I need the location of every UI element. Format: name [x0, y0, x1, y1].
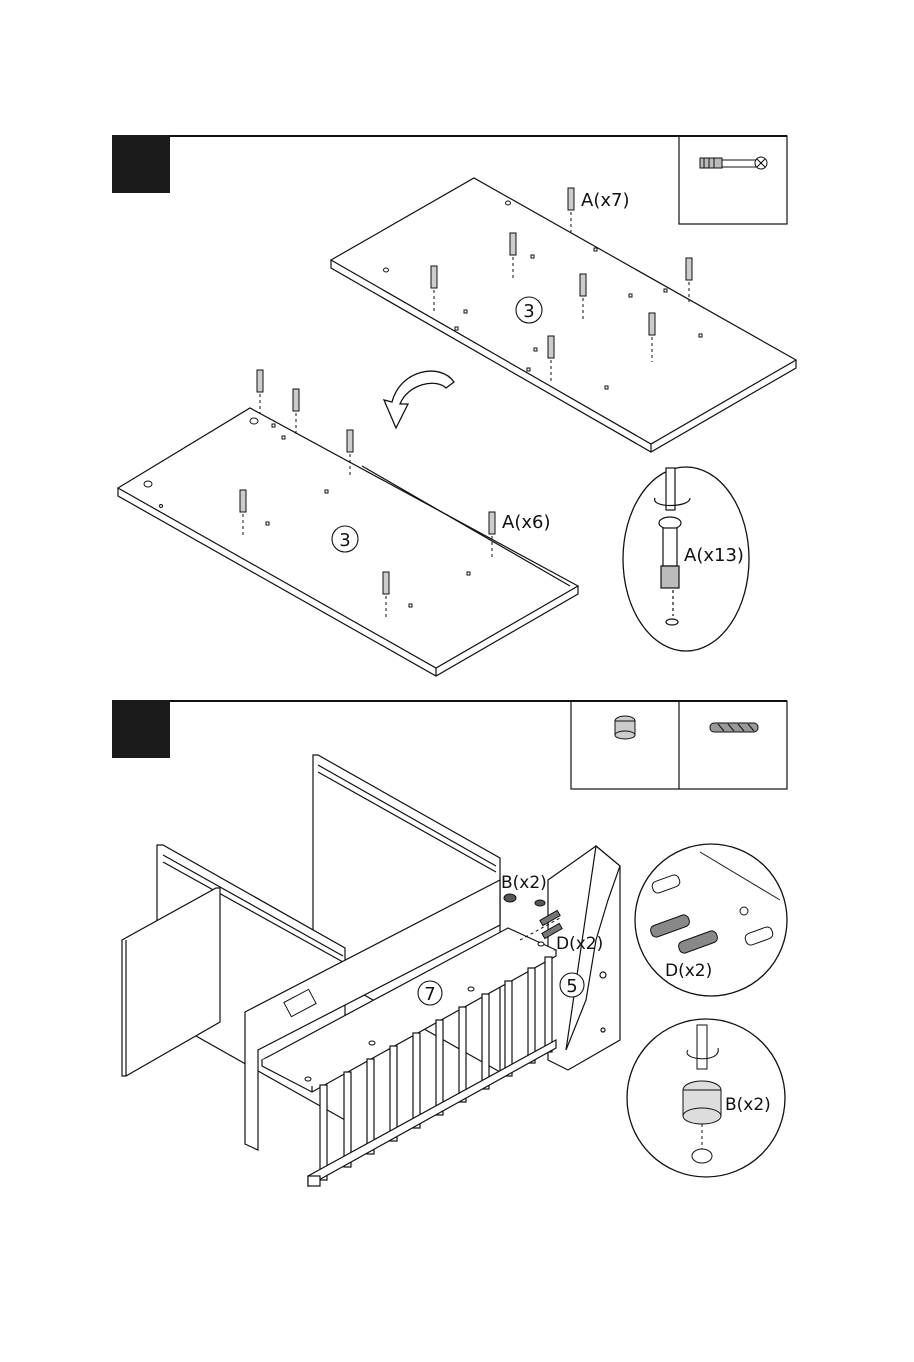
part-7-label: 7: [424, 984, 435, 1005]
flip-arrow-icon: [384, 371, 454, 428]
wood-dowel-icon: [710, 723, 758, 732]
top-panel-callout: A(x7): [581, 190, 629, 211]
far-left-panel: [122, 888, 220, 1076]
cam-lock-icon: [615, 716, 635, 739]
detail-cam-callout: B(x2): [725, 1095, 771, 1115]
step-2-detail-dowel: D(x2): [635, 844, 787, 996]
step-2-marker: [112, 700, 170, 758]
callout-b: B(x2): [501, 873, 547, 893]
part-5-label: 5: [566, 976, 577, 997]
cam-bolt: [686, 258, 692, 302]
step-1-marker: [112, 135, 170, 193]
cam-bolt: [293, 389, 299, 434]
cam-bolt-icon: [700, 157, 767, 169]
step-2-hardware-box: [571, 701, 787, 789]
step-2-detail-cam: B(x2): [627, 1019, 785, 1177]
callout-d: D(x2): [556, 934, 603, 954]
detail-dowel-callout: D(x2): [665, 961, 712, 981]
bottom-panel-part-number: 3: [339, 530, 350, 551]
bottom-panel-callout: A(x6): [502, 512, 550, 533]
step-1-detail-callout: A(x13): [684, 545, 744, 566]
step-1-section: A(x7) 3 A(x6): [112, 135, 796, 676]
top-panel-part-number: 3: [523, 301, 534, 322]
step-1-hardware-box: [679, 136, 787, 224]
cam-bolt: [257, 370, 263, 414]
step-1-detail: A(x13): [623, 467, 749, 651]
step-2-section: 5 7: [112, 700, 787, 1186]
cam-bolt: [568, 188, 574, 232]
side-panel-5: [548, 846, 620, 1070]
